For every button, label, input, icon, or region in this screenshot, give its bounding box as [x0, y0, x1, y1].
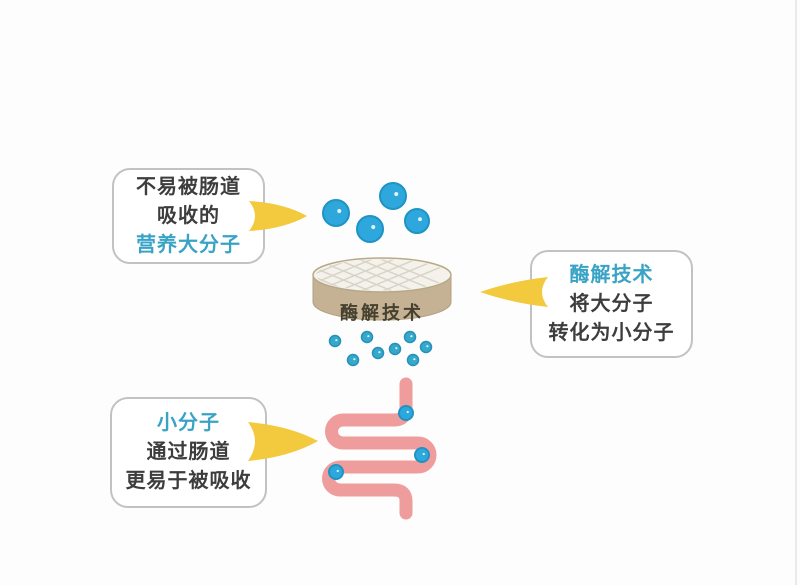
absorbed-molecules [328, 405, 430, 480]
molecule-highlight [422, 452, 425, 456]
molecule-dot [346, 353, 360, 367]
enzyme-disk-top [312, 257, 452, 293]
molecule-highlight [406, 410, 409, 414]
molecule-dot [419, 340, 433, 354]
callout-enzyme-technology: 酶解技术 将大分子 转化为小分子 [530, 250, 693, 358]
molecule-dot [414, 447, 430, 463]
molecule-highlight [336, 469, 339, 473]
small-molecules [328, 330, 433, 367]
callout-small-molecules: 小分子 通过肠道 更易于被吸收 [110, 397, 267, 508]
molecule-dot [379, 182, 407, 210]
molecule-dot [406, 353, 420, 367]
molecule-dot [360, 330, 374, 344]
molecule-highlight [410, 335, 413, 338]
molecule-highlight [394, 191, 399, 197]
callout-line: 吸收的 [157, 204, 220, 227]
molecule-dot [328, 334, 342, 348]
molecule-dot [328, 464, 344, 480]
large-molecules [322, 182, 430, 243]
page-edge-divider [795, 0, 797, 585]
callout-macromolecules: 不易被肠道 吸收的 营养大分子 [112, 168, 265, 264]
molecule-dot [404, 208, 430, 234]
enzyme-disk-grid [316, 259, 448, 291]
callout-line-highlight: 小分子 [157, 412, 220, 434]
molecule-highlight [353, 358, 356, 361]
molecule-highlight [426, 345, 429, 348]
callout-line: 通过肠道 [146, 441, 231, 463]
callout-line-highlight: 酶解技术 [569, 263, 654, 286]
molecule-highlight [371, 224, 376, 230]
molecule-highlight [418, 217, 422, 222]
molecule-dot [356, 215, 384, 243]
callout-line: 将大分子 [569, 292, 654, 315]
molecule-highlight [335, 339, 338, 342]
intestine-illustration [322, 377, 437, 520]
molecule-dot [322, 199, 350, 227]
molecule-highlight [413, 358, 416, 361]
callout-line: 不易被肠道 [136, 175, 241, 198]
molecule-highlight [378, 351, 381, 354]
molecule-highlight [395, 347, 398, 350]
molecule-dot [388, 342, 402, 356]
callout-line: 转化为小分子 [548, 321, 675, 344]
molecule-highlight [337, 208, 342, 214]
enzyme-disk-label: 酶解技术 [340, 303, 424, 323]
callout-line-highlight: 营养大分子 [136, 233, 241, 256]
molecule-dot [398, 405, 414, 421]
molecule-highlight [367, 335, 370, 338]
callout-line: 更易于被吸收 [125, 470, 252, 492]
molecule-dot [371, 346, 385, 360]
molecule-dot [403, 330, 417, 344]
